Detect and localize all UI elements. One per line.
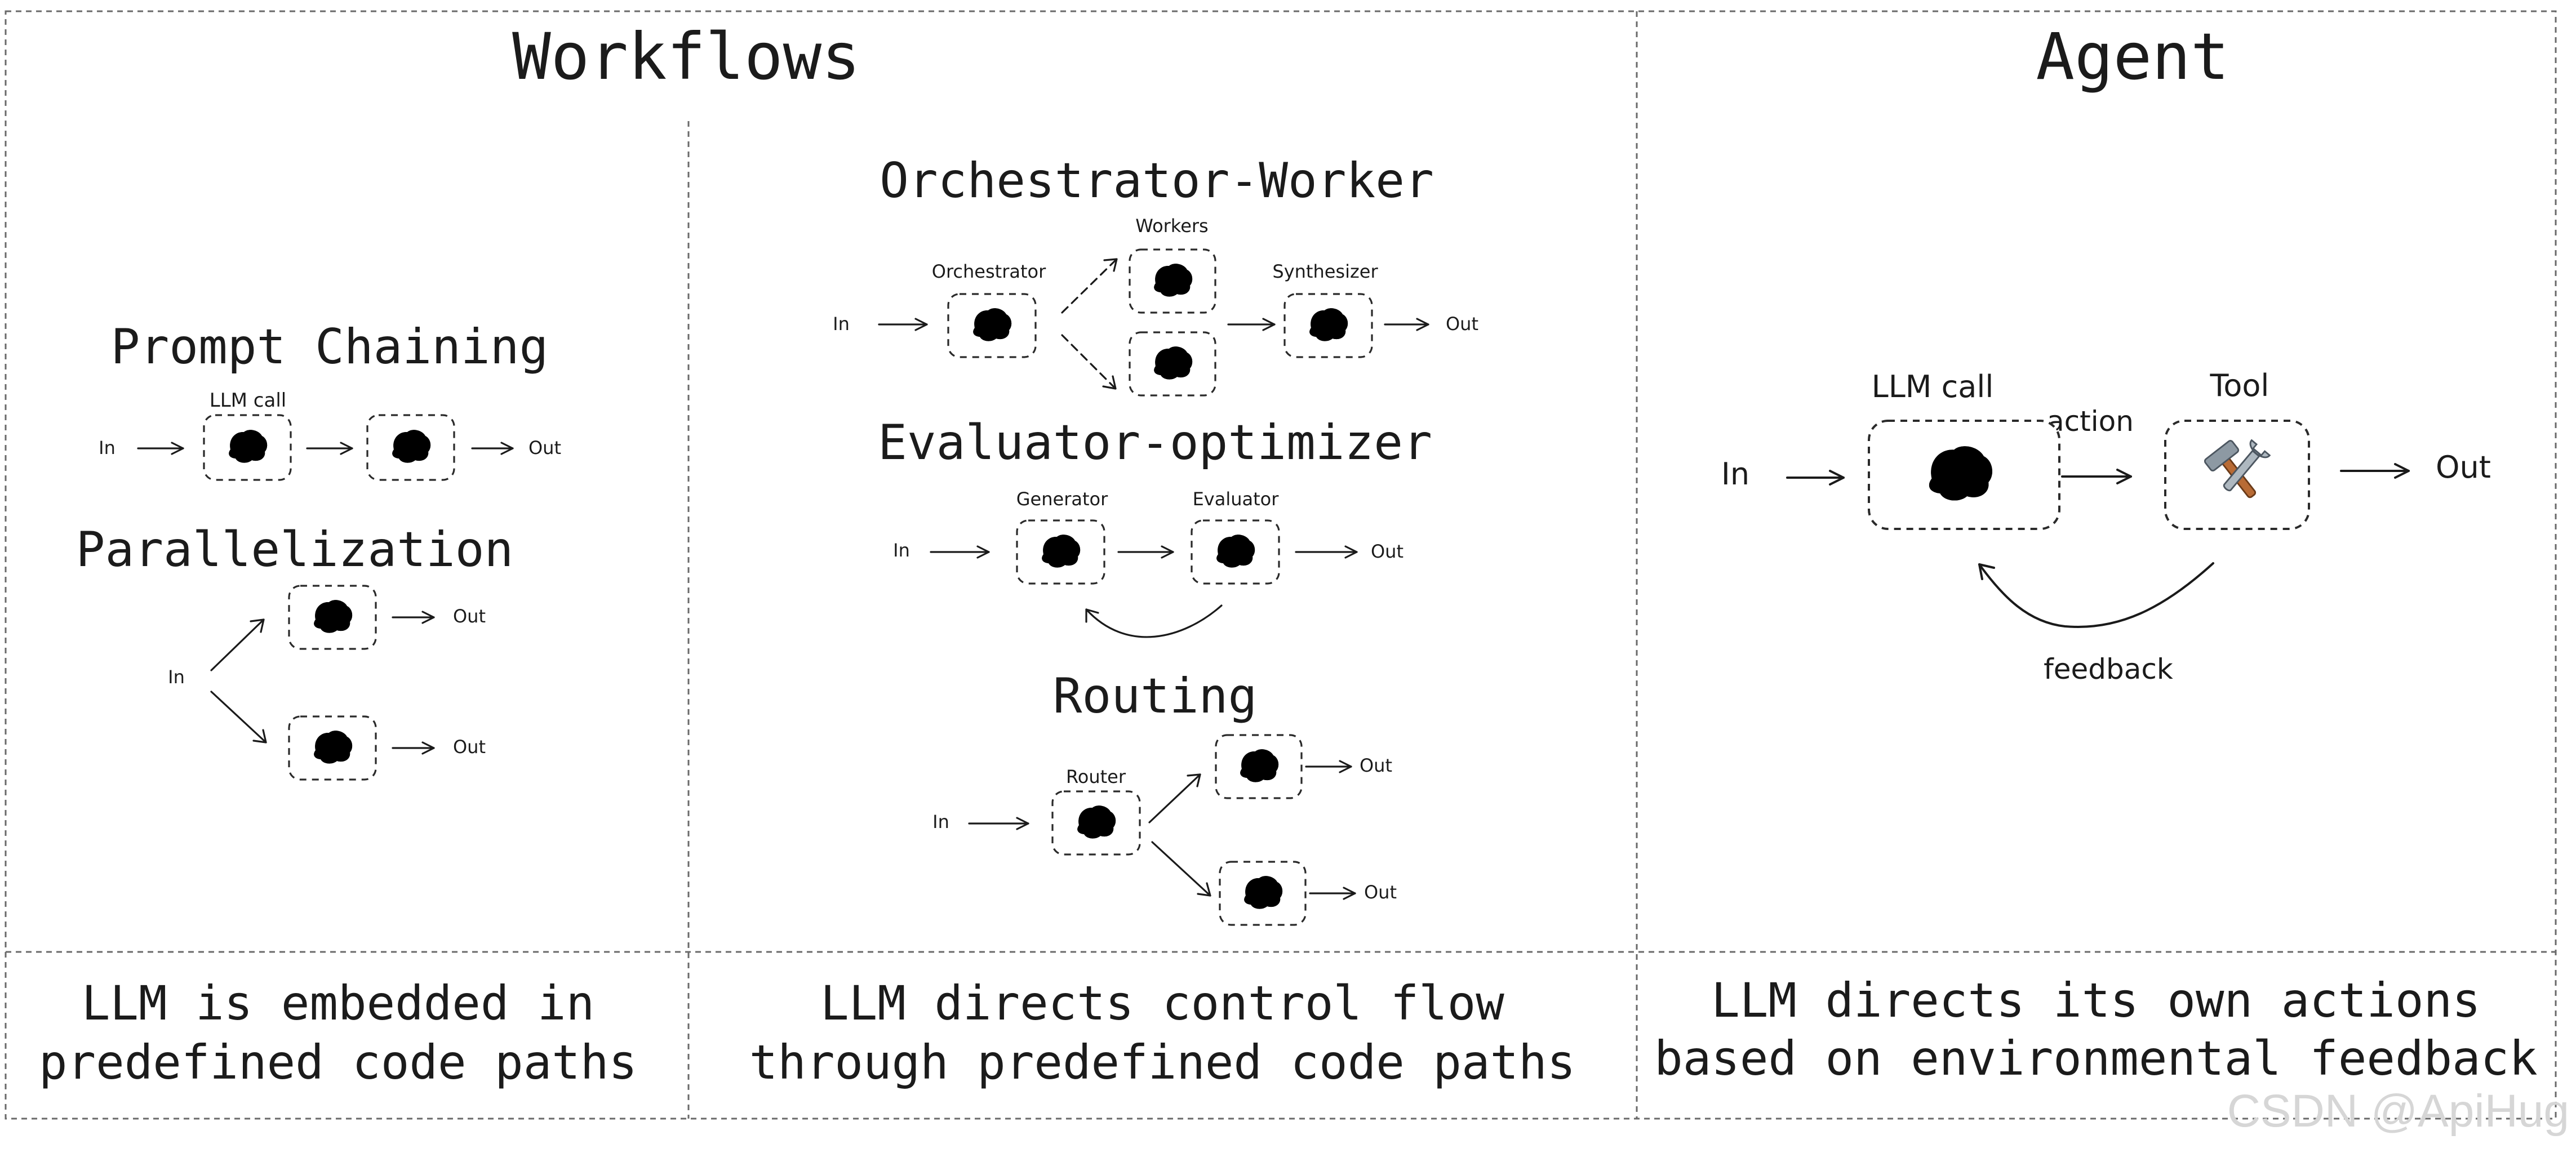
parallelization-out-label-2: Out [453, 736, 486, 758]
generator-label: Generator [1016, 488, 1108, 510]
prompt-chaining-diagram: Prompt Chaining LLM call In Out [99, 319, 561, 481]
workflows-title: Workflows [512, 19, 860, 94]
agent-feedback-arrow [1978, 562, 2214, 628]
parallelization-title: Parallelization [76, 522, 514, 578]
evaluator-optimizer-diagram: Evaluator-optimizer Generator Evaluator … [878, 415, 1432, 638]
orchestrator-worker-in-label: In [833, 313, 850, 335]
caption-agent-line-2: based on environmental feedback [1654, 1031, 2538, 1086]
routing-out-label-2: Out [1364, 882, 1397, 903]
parallelization-diagram: Parallelization In Out Out [76, 522, 514, 781]
agent-out-label: Out [2436, 449, 2491, 485]
action-label: action [2047, 405, 2134, 438]
orchestrator-worker-diagram: Orchestrator-Worker Orchestrator Workers… [833, 153, 1478, 397]
router-label: Router [1066, 766, 1126, 787]
routing-title: Routing [1053, 668, 1257, 724]
panel-frames [5, 10, 2557, 1120]
evaluator-optimizer-title: Evaluator-optimizer [878, 415, 1432, 471]
tool-label: Tool [2210, 368, 2269, 403]
routing-out-label-1: Out [1360, 755, 1392, 776]
evaluator-label: Evaluator [1193, 488, 1280, 510]
workers-label: Workers [1135, 215, 1208, 237]
orchestrator-worker-out-label: Out [1446, 313, 1478, 335]
prompt-chaining-title: Prompt Chaining [111, 319, 549, 375]
parallelization-in-label: In [168, 666, 185, 688]
caption-workflows-control-line-1: LLM directs control flow [820, 976, 1504, 1031]
agent-llm-call-label: LLM call [1872, 369, 1994, 404]
agent-diagram: LLM call Tool action In Out feedback [1721, 368, 2491, 685]
evaluator-optimizer-out-label: Out [1371, 541, 1404, 562]
parallelization-out-label-1: Out [453, 606, 486, 627]
agent-title: Agent [2036, 19, 2229, 94]
caption-workflows-control-line-2: through predefined code paths [749, 1035, 1576, 1090]
outer-frame [5, 10, 2557, 1120]
caption-workflows-embedded-line-1: LLM is embedded in [82, 976, 594, 1031]
watermark: CSDN @ApiHug [2227, 1085, 2569, 1137]
prompt-chaining-llm-call-label: LLM call [210, 389, 286, 412]
caption-workflows-embedded-line-2: predefined code paths [39, 1035, 637, 1090]
routing-diagram: Routing Router In Out Out [932, 668, 1397, 926]
routing-in-label: In [932, 811, 949, 833]
prompt-chaining-out-label: Out [528, 437, 561, 458]
prompt-chaining-in-label: In [99, 437, 116, 458]
caption-row: LLM is embedded in predefined code paths… [39, 973, 2538, 1090]
evaluator-optimizer-in-label: In [893, 540, 910, 561]
agent-in-label: In [1721, 456, 1749, 492]
orchestrator-label: Orchestrator [932, 261, 1046, 282]
caption-agent-line-1: LLM directs its own actions [1711, 973, 2480, 1028]
synthesizer-label: Synthesizer [1272, 261, 1378, 282]
feedback-label: feedback [2044, 653, 2173, 685]
orchestrator-worker-title: Orchestrator-Worker [880, 153, 1434, 209]
